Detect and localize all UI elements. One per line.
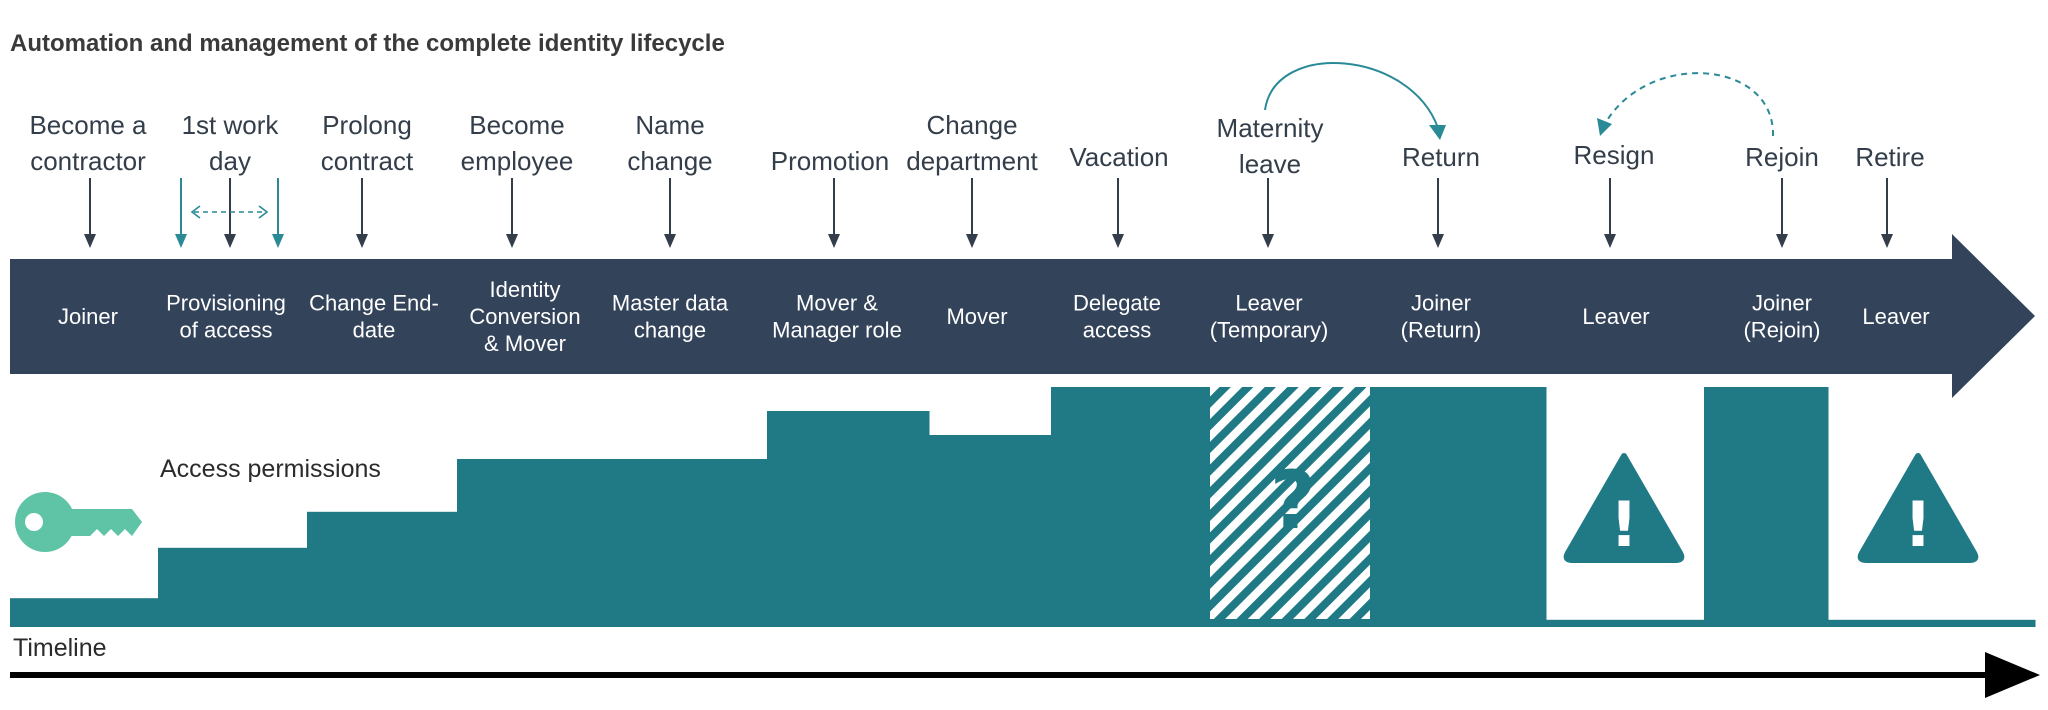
event-pointer-arrow bbox=[966, 178, 978, 248]
event-label: contractor bbox=[30, 146, 146, 176]
warning-icon: ! bbox=[1563, 453, 1685, 563]
band-label: of access bbox=[180, 318, 273, 343]
event-label: Return bbox=[1402, 142, 1480, 172]
event-label: Prolong bbox=[322, 110, 412, 140]
event-label: department bbox=[906, 146, 1038, 176]
event-pointer-arrow bbox=[828, 178, 840, 248]
band-label: Leaver bbox=[1582, 304, 1649, 329]
event-arrows bbox=[84, 178, 1893, 248]
access-bar bbox=[1370, 387, 1547, 627]
event-label: Name bbox=[635, 110, 704, 140]
band-label: Change End- bbox=[309, 291, 439, 316]
event-label: Vacation bbox=[1069, 142, 1168, 172]
band-label: Joiner bbox=[1752, 291, 1812, 316]
event-pointer-arrow bbox=[1112, 178, 1124, 248]
access-bar bbox=[767, 411, 930, 627]
event-label: contract bbox=[321, 146, 414, 176]
event-label: Become a bbox=[29, 110, 147, 140]
key-icon bbox=[15, 492, 142, 552]
event-label: change bbox=[627, 146, 712, 176]
band-label: Delegate bbox=[1073, 291, 1161, 316]
band-label: Manager role bbox=[772, 318, 902, 343]
event-label: employee bbox=[461, 146, 574, 176]
event-label: Become bbox=[469, 110, 564, 140]
access-bar bbox=[1051, 387, 1211, 627]
band-label: Mover & bbox=[796, 291, 878, 316]
warning-exclamation: ! bbox=[1610, 488, 1638, 561]
event-pointer-arrow bbox=[1881, 178, 1893, 248]
access-bar bbox=[929, 435, 1052, 627]
event-pointer-arrow bbox=[356, 178, 368, 248]
access-bar bbox=[1546, 619, 1705, 627]
band-label: Mover bbox=[946, 304, 1007, 329]
event-pointer-arrow bbox=[224, 178, 236, 248]
band-label: change bbox=[634, 318, 706, 343]
band-label: Master data bbox=[612, 291, 729, 316]
timeline-label: Timeline bbox=[13, 634, 107, 662]
event-pointer-arrow bbox=[1432, 178, 1444, 248]
return-curve-arrowhead bbox=[1429, 125, 1446, 140]
temporary-leave-hatch bbox=[1210, 387, 1370, 619]
band-label: & Mover bbox=[484, 331, 566, 356]
access-bar bbox=[158, 547, 308, 627]
event-label: Resign bbox=[1574, 140, 1655, 170]
band-label: (Rejoin) bbox=[1743, 318, 1820, 343]
band-label: Joiner bbox=[58, 304, 118, 329]
access-bar bbox=[307, 511, 458, 627]
band-label: Joiner bbox=[1411, 291, 1471, 316]
event-labels: Become a contractor 1st work day Prolong cont… bbox=[29, 110, 1924, 179]
event-label: Promotion bbox=[771, 146, 890, 176]
band-label: Identity bbox=[490, 277, 561, 302]
return-curve-arrow bbox=[1264, 62, 1439, 129]
event-label: Rejoin bbox=[1745, 142, 1819, 172]
event-label: leave bbox=[1239, 149, 1301, 179]
band-label: (Temporary) bbox=[1210, 318, 1329, 343]
first-work-day-bracket bbox=[175, 178, 284, 248]
access-bar bbox=[1704, 387, 1829, 627]
band-label: Conversion bbox=[469, 304, 580, 329]
event-pointer-arrow bbox=[1262, 178, 1274, 248]
band-label: Leaver bbox=[1235, 291, 1302, 316]
lifecycle-band bbox=[10, 234, 2035, 398]
access-bar bbox=[10, 598, 159, 627]
event-pointer-arrow bbox=[1604, 178, 1616, 248]
band-label: access bbox=[1083, 318, 1151, 343]
event-pointer-arrow bbox=[664, 178, 676, 248]
band-label: date bbox=[353, 318, 396, 343]
access-permission-bars bbox=[10, 387, 2036, 627]
band-label: Provisioning bbox=[166, 291, 286, 316]
event-label: Retire bbox=[1855, 142, 1924, 172]
access-permissions-label: Access permissions bbox=[160, 455, 381, 483]
event-label: 1st work bbox=[182, 110, 280, 140]
event-pointer-arrow bbox=[84, 178, 96, 248]
warning-icon: ! bbox=[1857, 453, 1979, 563]
timeline-arrowhead bbox=[1985, 652, 2040, 698]
warning-exclamation: ! bbox=[1904, 488, 1932, 561]
event-label: Change bbox=[926, 110, 1017, 140]
band-label: (Return) bbox=[1401, 318, 1482, 343]
page-title: Automation and management of the complet… bbox=[10, 30, 725, 57]
event-pointer-arrow bbox=[506, 178, 518, 248]
event-label: Maternity bbox=[1217, 113, 1324, 143]
temporary-leave-area: ? bbox=[1210, 387, 1370, 619]
question-icon: ? bbox=[1270, 454, 1316, 547]
event-pointer-arrow bbox=[1776, 178, 1788, 248]
event-label: day bbox=[209, 146, 251, 176]
band-label: Leaver bbox=[1862, 304, 1929, 329]
rejoin-curve-arrow bbox=[1605, 72, 1775, 137]
access-bar bbox=[1828, 619, 2036, 627]
rejoin-curve-arrowhead bbox=[1597, 118, 1612, 136]
access-bar bbox=[457, 459, 768, 627]
